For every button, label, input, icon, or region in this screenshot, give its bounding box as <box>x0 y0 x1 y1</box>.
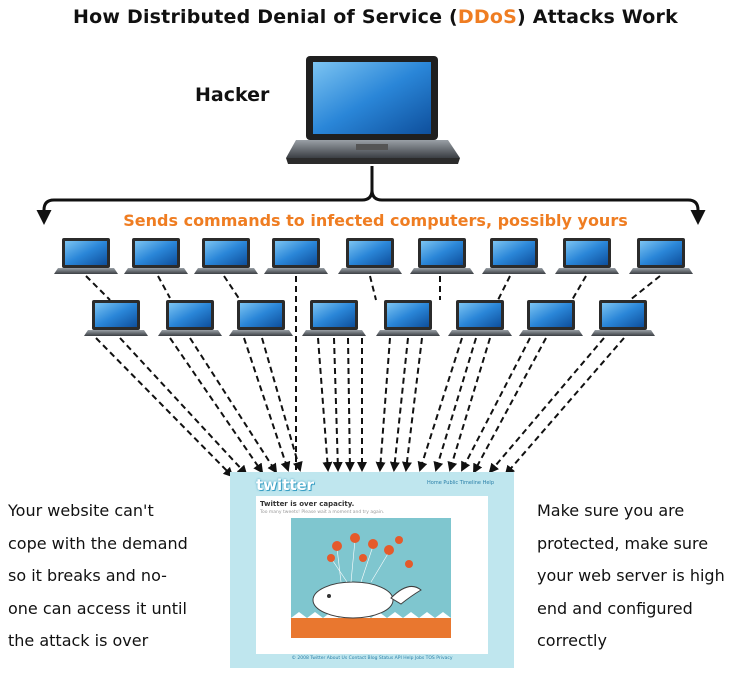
capacity-submessage: Too many tweets! Please wait a moment an… <box>260 510 385 515</box>
infected-laptop-icon <box>629 238 693 274</box>
title-accent: DDoS <box>457 6 517 28</box>
infected-laptop-icon <box>519 300 583 336</box>
capacity-message: Twitter is over capacity. <box>260 500 355 508</box>
note-line: one can access it until <box>8 598 187 618</box>
infected-laptop-icon <box>84 300 148 336</box>
commands-label: Sends commands to infected computers, po… <box>123 211 628 230</box>
impact-note: Your website can't cope with the demand … <box>8 495 223 658</box>
note-line: cope with the demand <box>8 533 188 553</box>
site-panel: Twitter is over capacity. Too many tweet… <box>256 496 488 654</box>
infected-laptop-icon <box>158 300 222 336</box>
attack-arrows <box>95 337 625 478</box>
infected-laptop-icon <box>591 300 655 336</box>
note-line: Your website can't <box>8 501 154 520</box>
infected-laptop-icon <box>229 300 293 336</box>
note-line: the attack is over <box>8 631 149 650</box>
infected-laptop-icon <box>124 238 188 274</box>
infected-laptop-icon <box>338 238 402 274</box>
infected-laptop-icon <box>54 238 118 274</box>
page-title: How Distributed Denial of Service (DDoS)… <box>73 6 678 28</box>
fail-whale-icon <box>291 518 451 638</box>
infected-laptop-icon <box>410 238 474 274</box>
infected-laptop-icon <box>302 300 366 336</box>
infected-laptop-icon <box>194 238 258 274</box>
site-logo: twitter <box>256 476 315 494</box>
website-screenshot: twitter Home Public Timeline Help Twitte… <box>230 472 514 668</box>
infected-laptop-icon <box>376 300 440 336</box>
infected-laptop-icon <box>555 238 619 274</box>
advice-note: Make sure you are protected, make sure y… <box>537 495 747 658</box>
note-line: correctly <box>537 631 607 650</box>
site-nav: Home Public Timeline Help <box>427 480 494 486</box>
botnet-links <box>85 275 661 470</box>
note-line: end and configured <box>537 598 693 618</box>
note-line: your web server is high <box>537 566 725 585</box>
note-line: so it breaks and no- <box>8 566 167 585</box>
site-footer: © 2008 Twitter About Us Contact Blog Sta… <box>291 656 453 661</box>
infected-laptop-icon <box>482 238 546 274</box>
infected-laptop-icon <box>448 300 512 336</box>
command-connector <box>36 166 706 225</box>
note-line: Make sure you are <box>537 501 685 520</box>
infected-laptop-icon <box>264 238 328 274</box>
hacker-label: Hacker <box>195 84 270 106</box>
hacker-laptop-icon <box>286 56 460 164</box>
note-line: protected, make sure <box>537 533 709 553</box>
